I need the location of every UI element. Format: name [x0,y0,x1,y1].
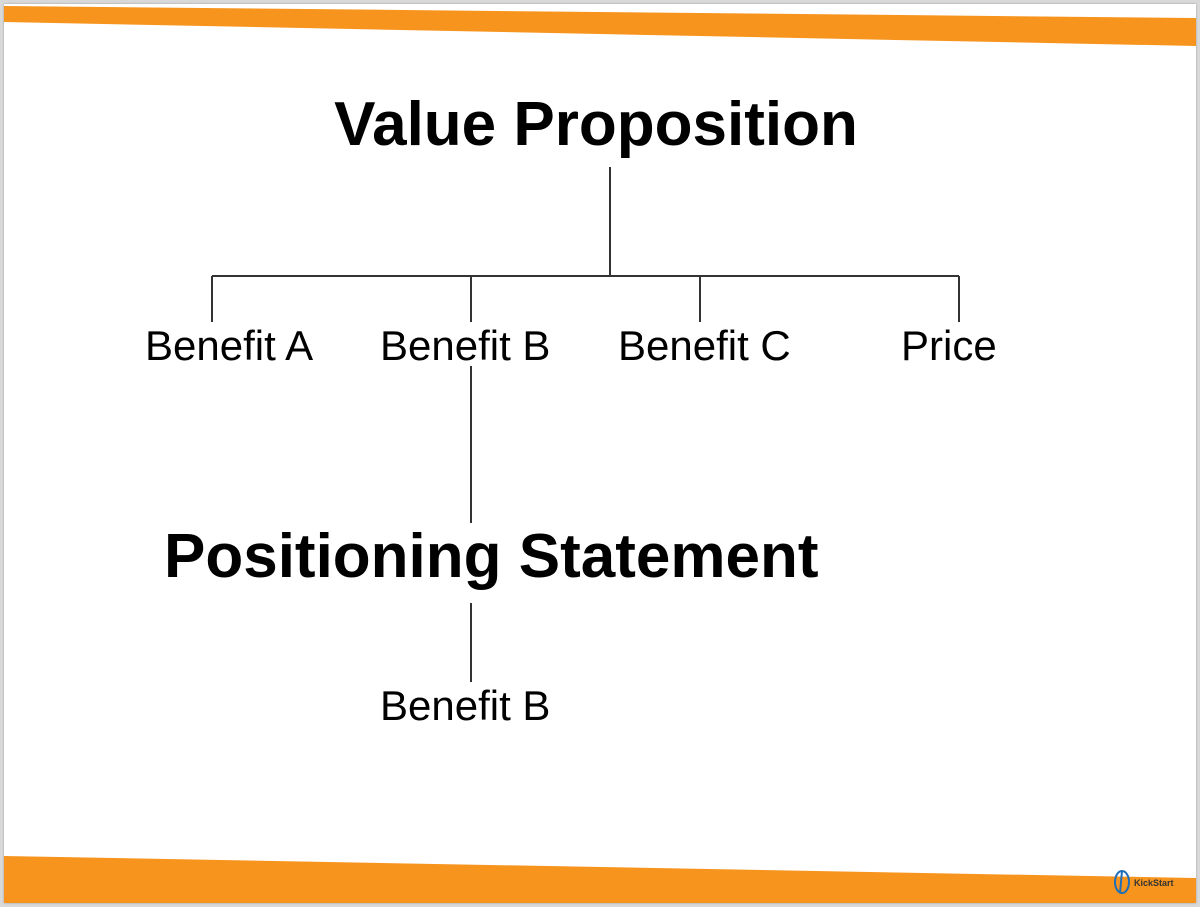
hierarchy-connectors [211,167,960,682]
kickstart-logo: KickStart [1112,866,1192,896]
price-node: Price [901,322,997,369]
benefit-a-node: Benefit A [145,322,314,369]
slide: Value Proposition Benefit A Benefit B Be… [4,4,1196,903]
bottom-orange-band [4,856,1196,903]
positioning-benefit-b-node: Benefit B [380,682,551,729]
benefit-c-node: Benefit C [618,322,791,369]
value-proposition-text: Value Proposition [334,90,858,159]
top-orange-band [4,6,1196,46]
kickstart-logo-icon [1114,870,1130,894]
benefit-b-node: Benefit B [380,322,551,369]
positioning-statement-title: Positioning Statement [164,522,819,591]
kickstart-logo-text: KickStart [1134,878,1174,888]
decorative-bands [4,6,1196,903]
value-proposition-title: Value Proposition [4,94,1196,156]
